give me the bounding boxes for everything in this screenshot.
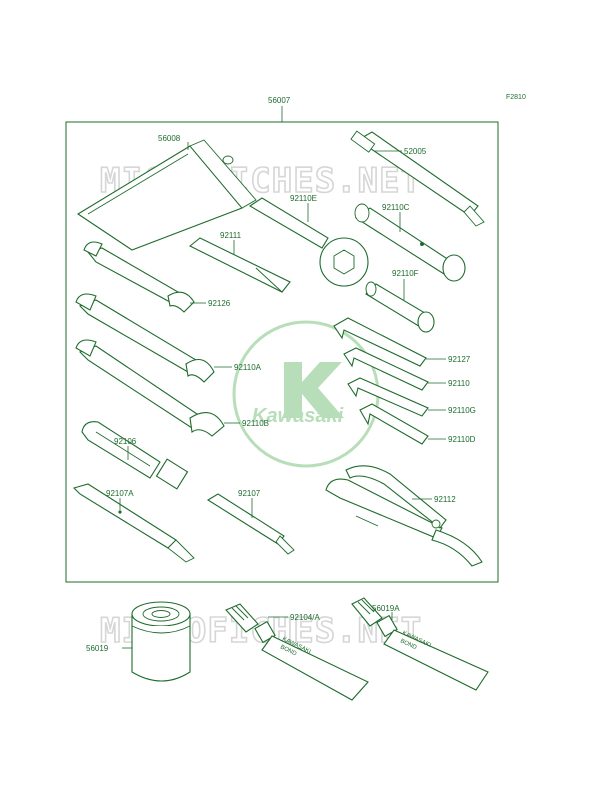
wrench-92110b: [75, 339, 225, 437]
hex-key-92127: [333, 317, 427, 367]
pliers: [325, 465, 483, 567]
wrench-92126: [83, 241, 195, 313]
screwdriver-bit-a: [72, 483, 195, 563]
callout-92110c[interactable]: 92110C: [382, 203, 410, 212]
callout-56019a[interactable]: 56019A: [372, 604, 400, 613]
callout-92127[interactable]: 92127: [448, 355, 471, 364]
oil-filter: [131, 601, 191, 682]
callout-92110[interactable]: 92110: [448, 379, 470, 388]
hex-key-92110: [343, 347, 429, 391]
box-spanner-c: [354, 203, 466, 282]
callout-92110b[interactable]: 92110B: [242, 419, 269, 428]
callout-56008[interactable]: 56008: [158, 134, 181, 143]
callout-56019[interactable]: 56019: [86, 644, 109, 653]
callout-92110e[interactable]: 92110E: [290, 194, 317, 203]
hex-key-92110d: [359, 403, 429, 445]
callout-92110g[interactable]: 92110G: [448, 406, 476, 415]
screwdriver-handle: [81, 421, 189, 490]
wrench-92110a: [75, 293, 215, 383]
callout-92111[interactable]: 92111: [220, 231, 242, 240]
callout-92107a[interactable]: 92107A: [106, 489, 134, 498]
screwdriver-bit: [206, 493, 295, 555]
callout-92110f[interactable]: 92110F: [392, 269, 419, 278]
ring-wrench: [248, 197, 369, 287]
callout-92126[interactable]: 92126: [208, 299, 231, 308]
callout-92110d[interactable]: 92110D: [448, 435, 476, 444]
kawasaki-logo: Kawasaki: [232, 320, 380, 468]
callout-92104a[interactable]: 92104/A: [290, 613, 320, 622]
callout-92110a[interactable]: 92110A: [234, 363, 262, 372]
callout-92106[interactable]: 92106: [114, 437, 137, 446]
tool-bag: [76, 139, 257, 251]
callout-92112[interactable]: 92112: [434, 495, 456, 504]
handle-bar: [188, 237, 291, 293]
callout-92107[interactable]: 92107: [238, 489, 261, 498]
logo-text: Kawasaki: [252, 405, 344, 427]
plug-wrench: [350, 130, 485, 227]
hex-key-92110g: [347, 377, 429, 417]
figure-code: F2810: [506, 94, 526, 101]
kit-frame: [65, 106, 499, 583]
callout-52005[interactable]: 52005: [404, 147, 427, 156]
box-spanner-f: [365, 281, 435, 333]
bond-tube-a: KAWASAKI BOND: [225, 603, 369, 701]
callout-56007[interactable]: 56007: [268, 96, 291, 105]
